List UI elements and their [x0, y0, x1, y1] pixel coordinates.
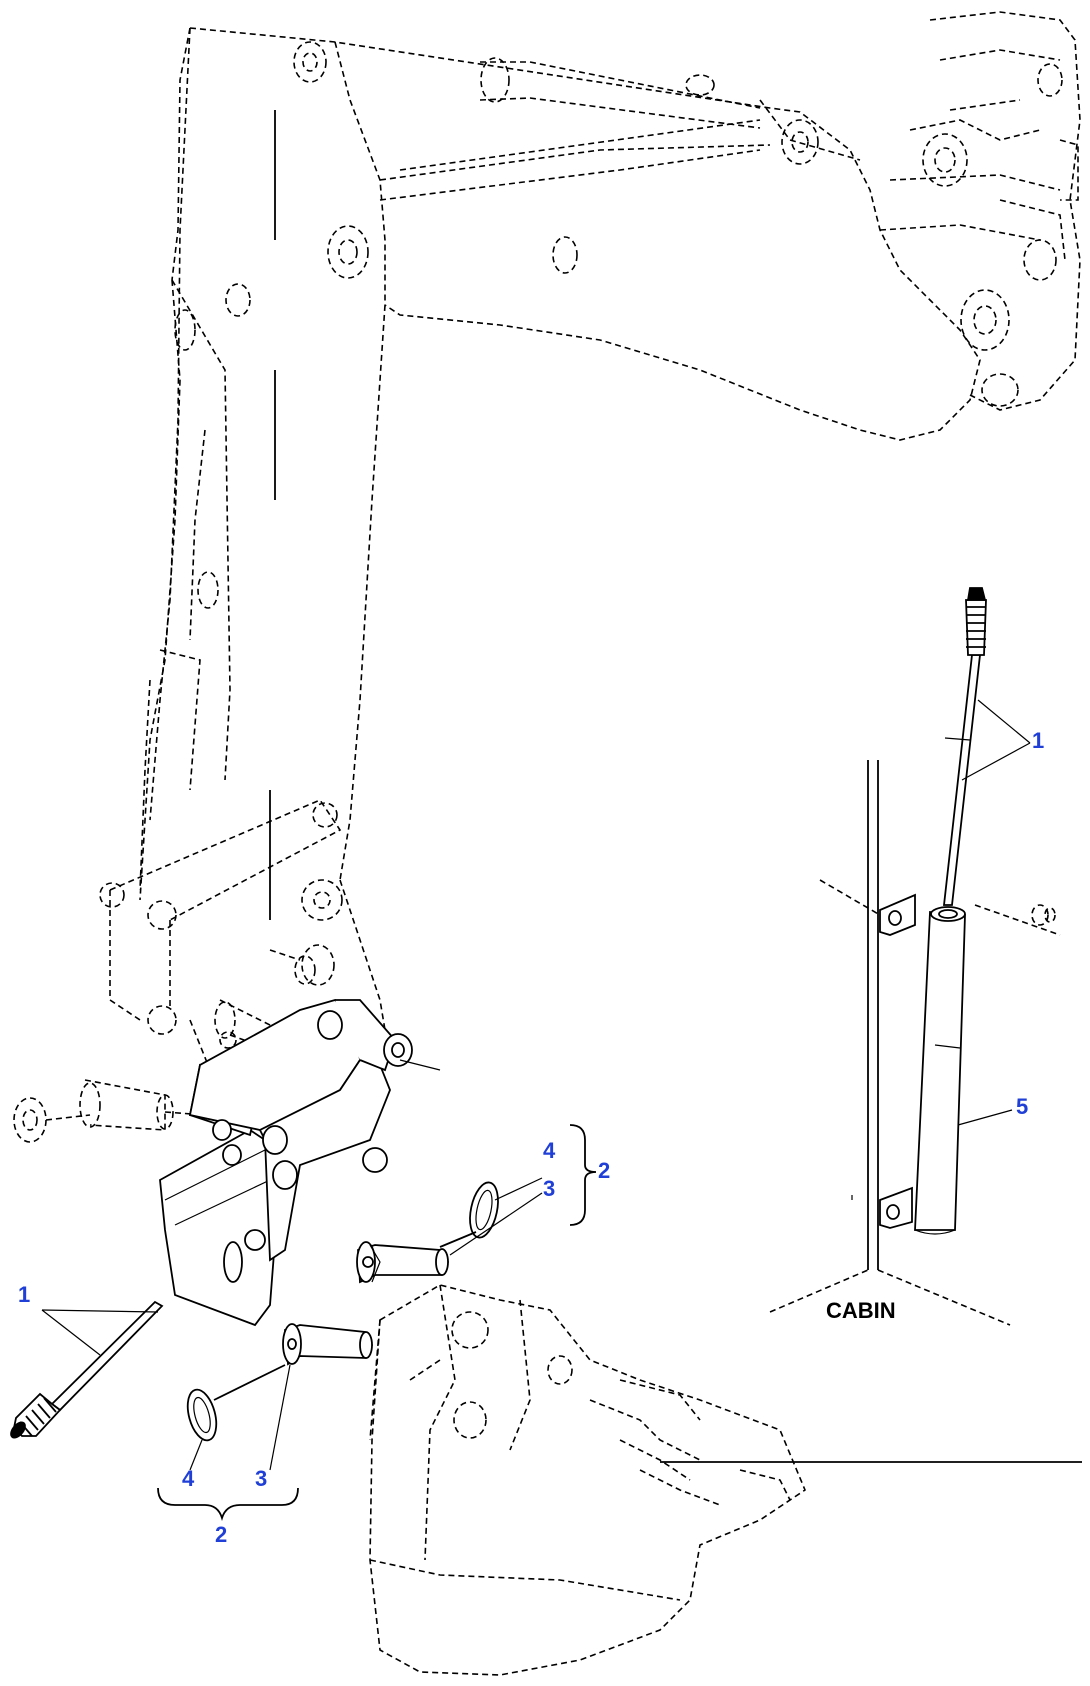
leader-lines	[41, 699, 1031, 1522]
callout-2-right: 2	[598, 1158, 610, 1183]
callout-4-left: 4	[182, 1466, 195, 1491]
machine-body-detail	[879, 11, 1081, 411]
callout-5: 5	[1016, 1094, 1028, 1119]
quick-coupler	[159, 998, 441, 1327]
callout-2-left: 2	[215, 1522, 227, 1547]
callout-1-left: 1	[18, 1282, 30, 1307]
upper-pin-assembly	[13, 1079, 206, 1143]
pin-3-right	[356, 1241, 450, 1284]
callout-1-right: 1	[1032, 728, 1044, 753]
boom-outline	[171, 27, 981, 441]
hose-1-left	[10, 1300, 164, 1439]
lock-ring-4-left	[186, 1364, 286, 1442]
callout-3-left: 3	[255, 1466, 267, 1491]
cabin-detail-view	[660, 587, 1082, 1463]
bucket-outline	[369, 1284, 806, 1676]
lock-ring-4-right	[439, 1181, 499, 1248]
callout-4-right: 4	[543, 1138, 556, 1163]
pin-3-left	[282, 1323, 374, 1366]
cabin-label: CABIN	[826, 1298, 896, 1323]
bucket-linkage-outline	[99, 799, 391, 1121]
arm-outline	[139, 27, 386, 920]
callout-3-right: 3	[543, 1176, 555, 1201]
